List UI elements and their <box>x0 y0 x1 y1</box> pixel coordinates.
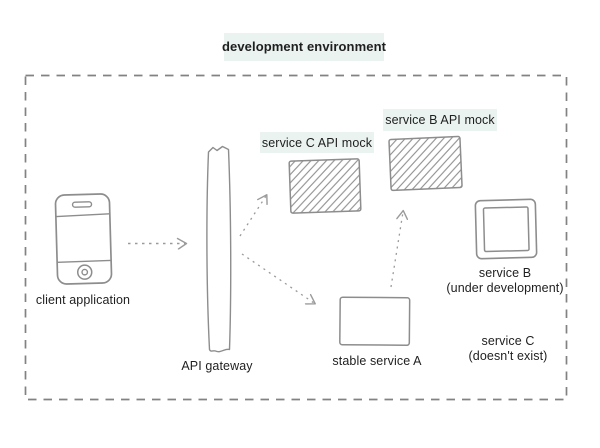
arrow-service-a-to-mock-b <box>390 212 403 288</box>
api-gateway-shape <box>206 145 232 353</box>
mock-c-label: service C API mock <box>260 132 374 153</box>
environment-boundary <box>24 74 568 401</box>
service-b-label-line1: service B <box>478 266 532 280</box>
service-b-label-line2: (under development) <box>446 281 564 295</box>
smartphone-icon <box>54 193 113 285</box>
service-b-label: service B (under development) <box>442 266 568 296</box>
service-c-label-line2: (doesn't exist) <box>468 349 548 363</box>
mock-c-box <box>288 158 362 214</box>
service-b-box <box>474 198 538 260</box>
api-gateway-label: API gateway <box>181 359 253 373</box>
client-application-label: client application <box>35 293 131 307</box>
service-a-label: stable service A <box>332 354 422 368</box>
mock-b-label: service B API mock <box>383 109 497 131</box>
mock-b-box <box>388 135 463 192</box>
service-c-label: service C (doesn't exist) <box>448 334 568 364</box>
arrow-gateway-to-service-a <box>241 253 314 303</box>
service-c-label-line1: service C <box>481 334 535 348</box>
service-a-box <box>339 296 411 347</box>
diagram-title: development environment <box>222 33 386 61</box>
arrow-gateway-to-mock-c <box>239 196 266 237</box>
